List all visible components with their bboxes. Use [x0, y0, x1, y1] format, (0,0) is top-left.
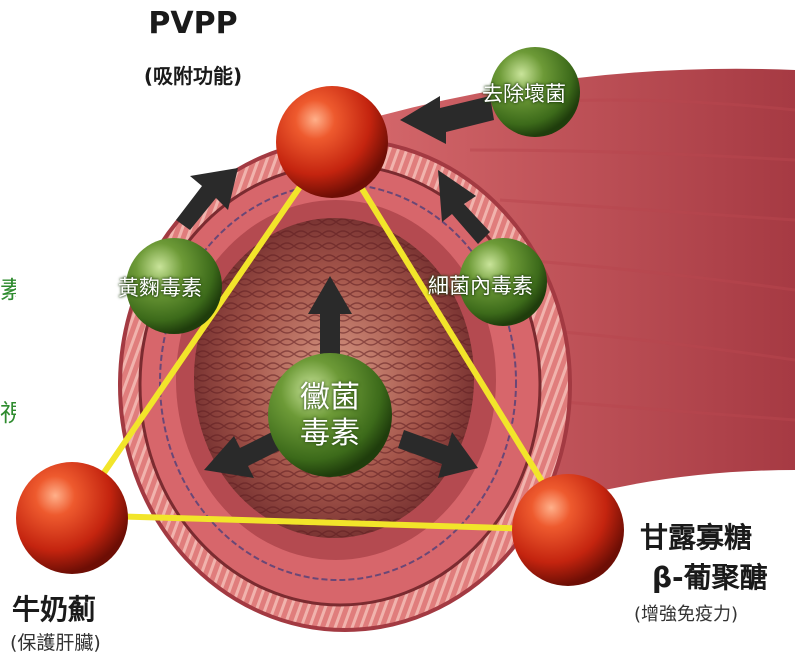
- pvpp-node: [276, 86, 388, 198]
- pvpp-subtitle: (吸附功能): [143, 64, 243, 88]
- mannan-title: 甘露寡糖: [640, 521, 753, 554]
- milk-thistle-node: [16, 462, 128, 574]
- edge-text-a: 素: [0, 276, 16, 304]
- mycotoxin-label: 黴菌 毒素: [280, 380, 380, 452]
- edge-text-b: 視: [0, 399, 16, 427]
- triangle-connector: [72, 137, 575, 533]
- milk-thistle-subtitle: (保護肝臟): [10, 632, 101, 654]
- endotoxin-node: [459, 238, 547, 326]
- arrow-to-pvpp-from-right: [438, 170, 490, 244]
- pvpp-title: PVPP: [148, 6, 238, 41]
- mycotoxin-node: [268, 353, 392, 477]
- aflatoxin-label: 黃麴毒素: [118, 276, 202, 300]
- intestine-tube-folds: [449, 98, 795, 422]
- arrow-center-left: [204, 430, 284, 478]
- remove-bad-bacteria-label: 去除壞菌: [482, 82, 566, 106]
- endotoxin-label: 細菌內毒素: [428, 274, 533, 298]
- mannan-node: [512, 474, 624, 586]
- arrow-center-up: [308, 276, 352, 354]
- mycotoxin-label-line1: 黴菌: [300, 380, 360, 415]
- beta-glucan-title: β-葡聚醣: [652, 561, 768, 594]
- aflatoxin-node: [126, 238, 222, 334]
- arrows: [176, 96, 494, 478]
- arrow-to-pvpp-from-top: [400, 96, 494, 144]
- arrow-to-pvpp-from-left: [176, 168, 238, 230]
- mannan-subtitle: (增強免疫力): [634, 604, 739, 625]
- milk-thistle-title: 牛奶薊: [12, 593, 97, 626]
- remove-bad-bacteria-node: [490, 47, 580, 137]
- mycotoxin-label-line2: 毒素: [300, 416, 360, 451]
- arrow-center-right: [398, 430, 478, 478]
